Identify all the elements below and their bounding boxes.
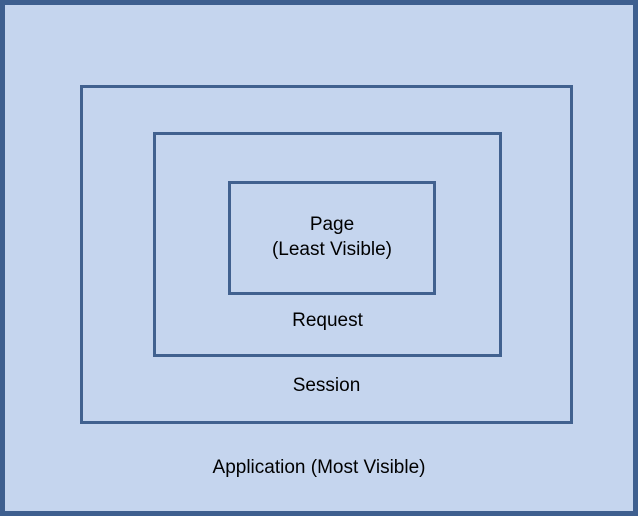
scope-label-request: Request <box>292 310 363 331</box>
scope-label-page: Page (Least Visible) <box>271 214 393 260</box>
scope-label-application: Application (Most Visible) <box>212 457 426 478</box>
scope-box-page: Page (Least Visible) <box>228 181 436 295</box>
scope-label-session: Session <box>292 375 361 396</box>
scope-box-session: Session Request Page (Least Visible) <box>80 85 573 424</box>
scope-box-request: Request Page (Least Visible) <box>153 132 502 357</box>
